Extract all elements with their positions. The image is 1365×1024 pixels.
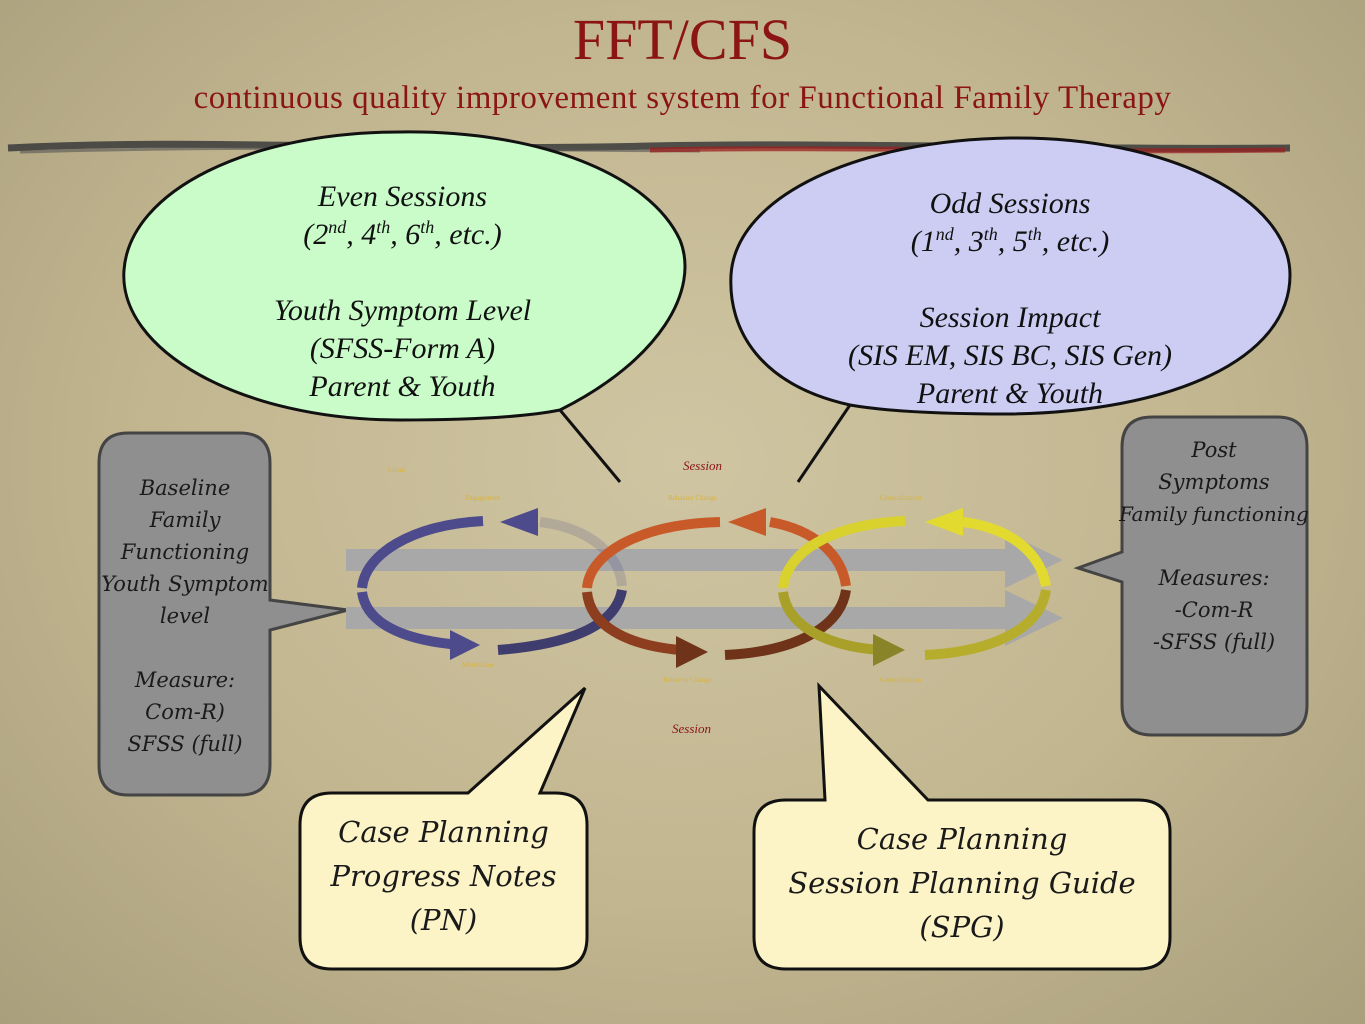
- phase-tracks: [346, 532, 1063, 646]
- baseline-text: Baseline Family Functioning Youth Sympto…: [100, 472, 270, 760]
- tiny-label-engagement: Engagement: [465, 494, 500, 502]
- even-sessions-form: (SFSS-Form A): [309, 332, 496, 365]
- spg-text: Case Planning Session Planning Guide (SP…: [754, 817, 1170, 949]
- even-sessions-heading: Even Sessions: [317, 180, 488, 213]
- spg-line: Case Planning: [856, 822, 1068, 856]
- baseline-callout: [97, 431, 349, 797]
- tiny-label-behavior-top: Behavior Change: [668, 494, 717, 502]
- tiny-label-behavior-bottom: Behavior Change: [663, 676, 712, 684]
- session-label-bottom: Session: [672, 721, 711, 736]
- post-line: Measures:: [1158, 566, 1270, 590]
- even-sessions-ordinals: (2nd, 4th, 6th, etc.): [303, 217, 502, 251]
- post-line: -Com-R: [1174, 598, 1254, 622]
- even-sessions-measure: Youth Symptom Level: [273, 294, 532, 327]
- baseline-line: Measure:: [134, 668, 236, 692]
- odd-sessions-heading: Odd Sessions: [929, 187, 1091, 220]
- post-callout: [1073, 415, 1309, 737]
- baseline-line: Com-R): [145, 700, 225, 724]
- even-sessions-bubble: [122, 130, 687, 483]
- pn-text: Case Planning Progress Notes (PN): [300, 810, 587, 942]
- session-label-top: Session: [683, 458, 722, 473]
- pn-callout: [298, 686, 589, 971]
- post-line: Post: [1191, 438, 1237, 462]
- tiny-label-client: Client: [388, 466, 406, 474]
- phase-cycle-generalization: [778, 508, 1051, 666]
- tiny-label-generalization-bottom: Generalization: [880, 676, 922, 684]
- page-title: FFT/CFS: [572, 7, 793, 72]
- baseline-line: Baseline: [139, 476, 231, 500]
- odd-sessions-ordinals: (1nd, 3th, 5th, etc.): [910, 224, 1110, 258]
- baseline-line: Functioning: [120, 540, 250, 564]
- tiny-label-generalization-top: Generalization: [880, 494, 922, 502]
- pn-line: Progress Notes: [330, 859, 557, 893]
- post-line: -SFSS (full): [1152, 630, 1276, 654]
- baseline-line: Youth Symptom: [101, 572, 269, 596]
- phase-cycle-engagement: [357, 508, 627, 660]
- pn-line: Case Planning: [338, 815, 549, 849]
- even-sessions-text: Even Sessions (2nd, 4th, 6th, etc.) Yout…: [150, 178, 655, 406]
- phase-cycle-behavior-change: [582, 508, 851, 668]
- page-subtitle: continuous quality improvement system fo…: [193, 80, 1172, 116]
- even-sessions-who: Parent & Youth: [309, 370, 496, 403]
- baseline-line: SFSS (full): [127, 732, 243, 756]
- spg-callout: [752, 682, 1172, 971]
- spg-line: (SPG): [919, 910, 1005, 944]
- odd-sessions-text: Odd Sessions (1nd, 3th, 5th, etc.) Sessi…: [760, 185, 1260, 413]
- pn-line: (PN): [409, 903, 478, 937]
- odd-sessions-bubble: [729, 136, 1292, 483]
- spg-line: Session Planning Guide: [788, 866, 1136, 900]
- post-line: Family functioning: [1119, 502, 1309, 526]
- baseline-line: Family: [149, 508, 221, 532]
- odd-sessions-measure: Session Impact: [919, 301, 1101, 334]
- post-text: Post Symptoms Family functioning Measure…: [1118, 434, 1310, 658]
- tiny-label-motivation: Motivation: [462, 661, 494, 669]
- baseline-line: level: [159, 604, 211, 628]
- post-line: Symptoms: [1158, 470, 1270, 494]
- odd-sessions-form: (SIS EM, SIS BC, SIS Gen): [847, 339, 1173, 372]
- odd-sessions-who: Parent & Youth: [916, 377, 1104, 410]
